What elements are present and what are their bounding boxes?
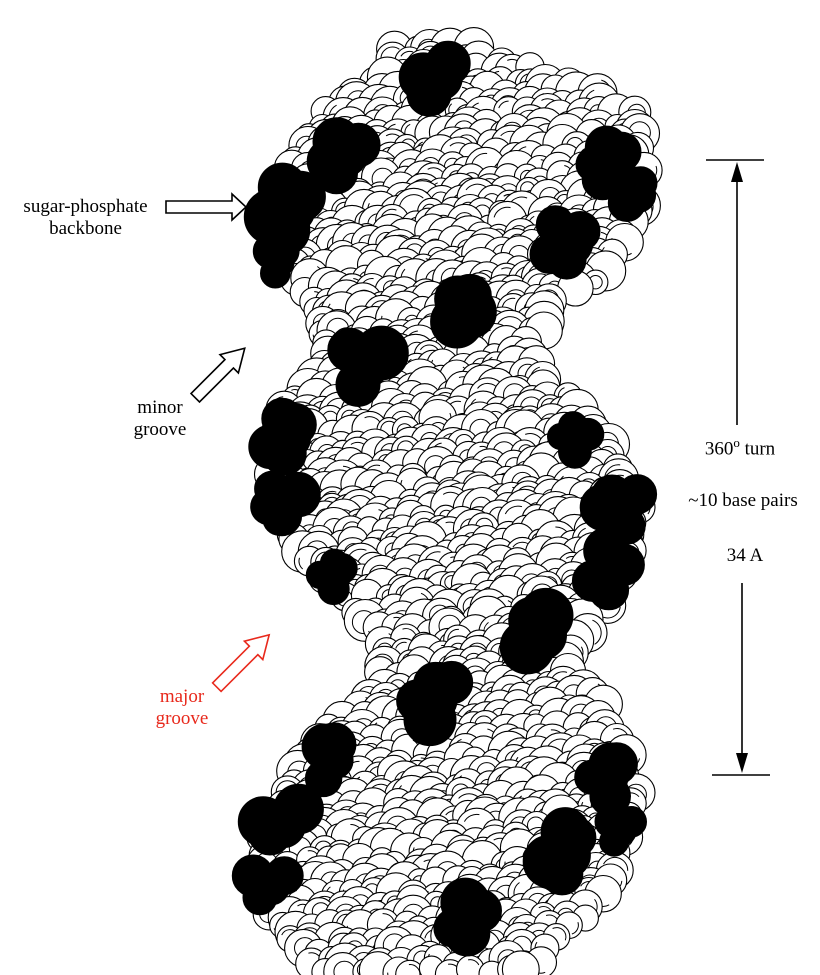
phosphate-atom [336, 122, 381, 168]
backbone-label: sugar-phosphate backbone [23, 196, 148, 239]
atom-highlight [493, 206, 511, 218]
major-groove-arrow [211, 633, 271, 693]
base-pairs-label: ~10 base pairs [688, 490, 798, 511]
phosphate-atom [595, 742, 638, 786]
atom-highlight [400, 50, 414, 57]
phosphate-atom [615, 806, 648, 838]
atom-highlight [504, 505, 523, 515]
phosphate-atom [623, 166, 658, 201]
atom-highlight [592, 619, 602, 645]
phosphate-atom [275, 471, 321, 518]
atom-highlight [387, 972, 389, 975]
minor-groove-label: minor groove [133, 397, 187, 440]
dimension-up-arrowhead [731, 162, 743, 182]
atom-highlight [498, 100, 509, 109]
atom-highlight [395, 641, 407, 649]
atom-highlight [467, 959, 480, 966]
atom-sphere [501, 950, 540, 975]
phosphate-atom [273, 402, 317, 447]
atom-highlight [298, 557, 304, 570]
phosphate-atom [264, 856, 304, 896]
phosphate-groups [231, 40, 658, 957]
phosphate-atom [518, 587, 574, 644]
minor-groove-arrow [189, 347, 246, 404]
phosphate-atom [354, 325, 409, 381]
atom-highlight [427, 167, 443, 173]
length-label: 34 A [726, 545, 764, 566]
phosphate-atom [458, 889, 503, 933]
phosphate-atom [265, 233, 300, 268]
turn-label: 360o turn [704, 435, 776, 460]
phosphate-atom [274, 170, 326, 223]
phosphate-atom [555, 816, 597, 858]
turn-dimension [706, 159, 770, 776]
phosphate-atom [327, 553, 358, 584]
phosphate-atom [312, 722, 357, 767]
phosphate-atom [448, 273, 492, 318]
atom-highlight [552, 927, 567, 941]
phosphate-atom [616, 474, 658, 515]
phosphate-atom [559, 211, 601, 252]
dimension-down-arrowhead [736, 753, 748, 773]
phosphate-atom [429, 660, 474, 705]
phosphate-atom [571, 417, 605, 451]
atom-highlight [551, 671, 568, 678]
atom-highlight [603, 856, 629, 871]
backbone-arrow [165, 192, 248, 222]
phosphate-atom [600, 131, 642, 173]
atom-highlight [463, 813, 480, 822]
phosphate-atom [273, 783, 324, 835]
atom-highlight [571, 922, 579, 935]
major-groove-label: major groove [155, 686, 209, 729]
phosphate-atom [425, 40, 471, 87]
phosphate-atom [603, 543, 645, 586]
